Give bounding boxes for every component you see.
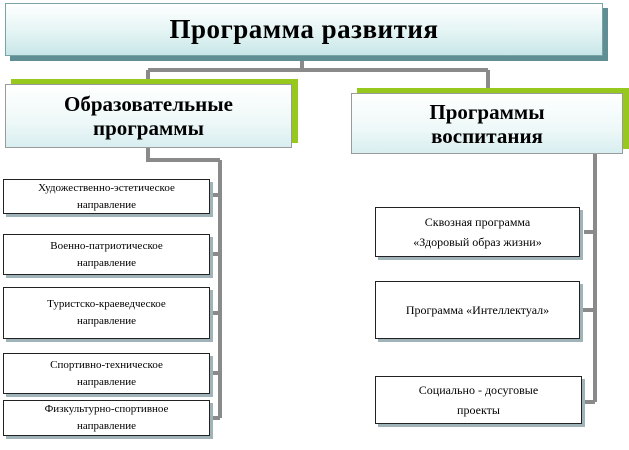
leaf-tourism-line1: Туристско-краеведческое xyxy=(47,298,166,310)
leaf-physical-sports: Физкультурно-спортивное направление xyxy=(3,400,210,436)
leaf-healthy-lifestyle: Сквозная программа «Здоровый образ жизни… xyxy=(375,207,580,257)
leaf-social-leisure-line1: Социально - досуговые xyxy=(418,383,539,397)
leaf-physical-sports-line1: Физкультурно-спортивное xyxy=(44,403,169,415)
program-title-text: Программа развития xyxy=(169,14,439,44)
leaf-healthy-lifestyle-line1: Сквозная программа xyxy=(424,215,531,229)
leaf-tourism-line2: направление xyxy=(77,315,136,327)
leaf-physical-sports-line2: направление xyxy=(77,420,136,432)
leaf-sports-technical-line1: Спортивно-техническое xyxy=(50,358,163,371)
category-educational-programs: Образовательные программы xyxy=(5,84,292,148)
category-upbringing-programs: Программы воспитания xyxy=(351,93,623,154)
category-upbringing-line2: воспитания xyxy=(431,123,543,148)
leaf-sports-technical-line2: направление xyxy=(77,375,136,388)
category-educational-line1: Образовательные xyxy=(64,92,233,116)
leaf-military-patriotic-line2: направление xyxy=(77,256,136,269)
leaf-social-leisure-line2: проекты xyxy=(457,403,500,417)
leaf-military-patriotic-line1: Военно-патриотическое xyxy=(50,239,163,252)
leaf-military-patriotic: Военно-патриотическое направление xyxy=(3,234,210,275)
leaf-tourism-local-history: Туристско-краеведческое направление xyxy=(3,287,210,339)
leaf-intellectual: Программа «Интеллектуал» xyxy=(375,281,580,339)
program-title: Программа развития xyxy=(5,3,603,56)
leaf-art-aesthetic-line2: направление xyxy=(77,198,136,211)
category-upbringing-line1: Программы xyxy=(429,99,545,124)
leaf-art-aesthetic-line1: Художественно-эстетическое xyxy=(38,181,175,194)
leaf-healthy-lifestyle-line2: «Здоровый образ жизни» xyxy=(413,235,542,249)
leaf-art-aesthetic: Художественно-эстетическое направление xyxy=(3,179,210,214)
leaf-sports-technical: Спортивно-техническое направление xyxy=(3,353,210,394)
leaf-social-leisure: Социально - досуговые проекты xyxy=(375,376,582,424)
leaf-intellectual-line1: Программа «Интеллектуал» xyxy=(405,303,550,317)
category-educational-line2: программы xyxy=(92,116,204,140)
